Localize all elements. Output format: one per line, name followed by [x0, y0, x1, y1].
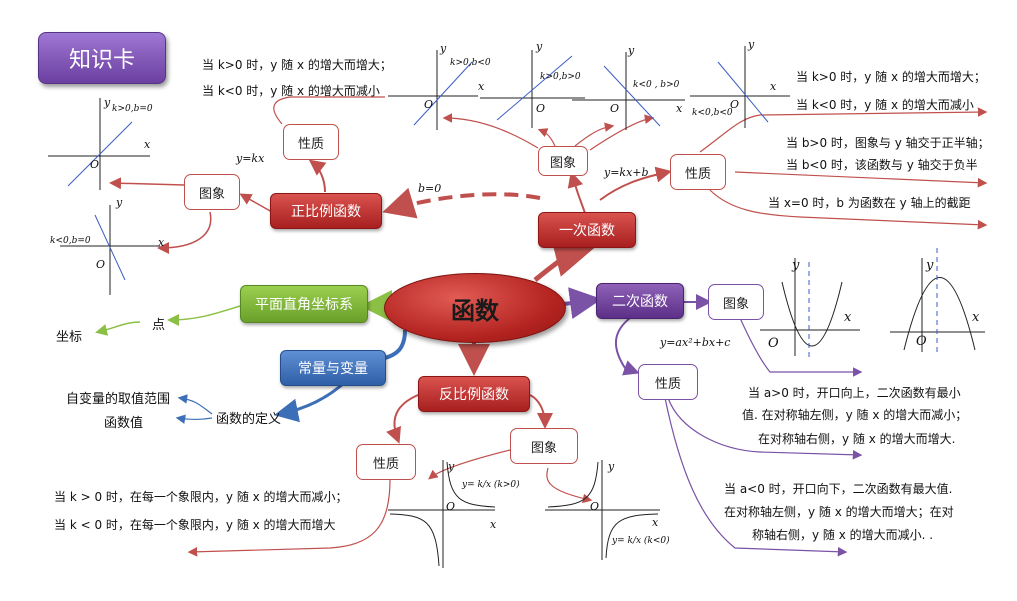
- linear-function-node[interactable]: 一次函数: [538, 212, 636, 248]
- quadratic-a-neg3: 称轴右侧，y 随 x 的增大而减小. .: [752, 528, 934, 542]
- coordinate-system-node[interactable]: 平面直角坐标系: [240, 285, 368, 323]
- inverse-line1: 当 k > 0 时，在每一个象限内，y 随 x 的增大而减小；: [54, 490, 348, 504]
- axis-x-label: x: [158, 236, 165, 249]
- axis-x-label: x: [676, 102, 683, 115]
- axis-x-label: x: [770, 80, 777, 93]
- linear-k-line1: 当 k>0 时，y 随 x 的增大而增大；: [796, 70, 986, 84]
- inverse-formula-pos: y= k/x (k>0): [462, 480, 520, 490]
- direct-graph-node[interactable]: 图象: [184, 174, 240, 210]
- axis-x-label: x: [652, 516, 659, 529]
- linear-b-line1: 当 b>0 时，图象与 y 轴交于正半轴；: [786, 136, 990, 150]
- axis-origin-label: O: [96, 258, 106, 271]
- linear-cond3: k<0 , b>0: [633, 80, 680, 90]
- b-zero-label: b=0: [418, 182, 442, 195]
- linear-b-line3: 当 x=0 时，b 为函数在 y 轴上的截距: [768, 196, 971, 210]
- knowledge-card-badge: 知识卡: [38, 32, 166, 84]
- function-definition-label: 函数的定义: [216, 412, 282, 427]
- inverse-formula-neg: y= k/x (k<0): [612, 536, 670, 546]
- domain-label: 自变量的取值范围: [66, 392, 171, 407]
- axis-origin-label: O: [536, 102, 546, 115]
- inverse-property-node[interactable]: 性质: [356, 444, 416, 480]
- axis-origin-label: O: [446, 500, 456, 513]
- quadratic-a-pos2: 值. 在对称轴左侧，y 随 x 的增大而减小；: [742, 408, 968, 422]
- center-node-function[interactable]: 函数: [384, 273, 566, 343]
- direct-formula: y=kx: [236, 152, 265, 165]
- direct-prop-line2: 当 k<0 时，y 随 x 的增大而减小: [202, 84, 380, 98]
- axis-y-label: y: [628, 44, 635, 57]
- axis-x-label: x: [478, 80, 485, 93]
- axis-y-label: y: [792, 258, 800, 273]
- linear-b-line2: 当 b<0 时，该函数与 y 轴交于负半: [786, 158, 978, 172]
- linear-formula: y=kx+b: [604, 166, 649, 179]
- axis-origin-label: O: [590, 500, 600, 513]
- axis-y-label: y: [116, 196, 123, 209]
- linear-property-node[interactable]: 性质: [670, 154, 726, 190]
- axis-x-label: x: [844, 310, 852, 325]
- direct-proportion-node[interactable]: 正比例函数: [270, 193, 382, 229]
- quadratic-a-neg2: 在对称轴左侧，y 随 x 的增大而增大；在对: [724, 505, 954, 519]
- axis-y-label: y: [748, 38, 755, 51]
- linear-graph-node[interactable]: 图象: [538, 146, 588, 176]
- quadratic-function-node[interactable]: 二次函数: [596, 283, 684, 319]
- axis-origin-label: O: [916, 334, 927, 349]
- direct-prop-line1: 当 k>0 时，y 随 x 的增大而增大；: [202, 58, 392, 72]
- axis-y-label: y: [104, 96, 111, 109]
- quadratic-a-pos1: 当 a>0 时，开口向上，二次函数有最小: [748, 386, 961, 400]
- coordinate-label: 坐标: [56, 330, 83, 345]
- axis-origin-label: O: [90, 158, 100, 171]
- direct-property-node[interactable]: 性质: [283, 124, 339, 160]
- linear-k-line2: 当 k<0 时，y 随 x 的增大而减小: [796, 98, 974, 112]
- linear-cond1: k>0,b<0: [450, 58, 491, 68]
- point-label: 点: [152, 318, 166, 333]
- axis-origin-label: O: [730, 98, 740, 111]
- quadratic-a-neg1: 当 a<0 时，开口向下，二次函数有最大值.: [724, 482, 953, 496]
- function-value-label: 函数值: [104, 416, 144, 431]
- quadratic-property-node[interactable]: 性质: [638, 364, 698, 400]
- axis-y-label: y: [440, 42, 447, 55]
- axis-x-label: x: [972, 310, 980, 325]
- quadratic-graph-node[interactable]: 图象: [708, 284, 764, 320]
- axis-x-label: x: [490, 518, 497, 531]
- axis-y-label: y: [608, 460, 615, 473]
- axis-origin-label: O: [424, 98, 434, 111]
- direct-cond2: k<0,b=0: [50, 236, 91, 246]
- inverse-line2: 当 k < 0 时，在每一个象限内，y 随 x 的增大而增大: [54, 518, 336, 532]
- axis-y-label: y: [926, 258, 934, 273]
- axis-y-label: y: [448, 460, 455, 473]
- inverse-function-node[interactable]: 反比例函数: [418, 376, 530, 412]
- axis-y-label: y: [536, 40, 543, 53]
- axis-origin-label: O: [610, 102, 620, 115]
- constant-variable-node[interactable]: 常量与变量: [280, 350, 386, 386]
- quadratic-a-pos3: 在对称轴右侧，y 随 x 的增大而增大.: [758, 432, 956, 446]
- linear-cond2: k>0,b>0: [540, 72, 581, 82]
- quadratic-formula: y=ax²+bx+c: [660, 336, 731, 349]
- inverse-graph-node[interactable]: 图象: [510, 428, 578, 464]
- linear-cond4: k<0,b<0: [692, 108, 733, 118]
- axis-x-label: x: [144, 138, 151, 151]
- axis-origin-label: O: [768, 336, 779, 351]
- direct-cond1: k>0,b=0: [112, 104, 153, 114]
